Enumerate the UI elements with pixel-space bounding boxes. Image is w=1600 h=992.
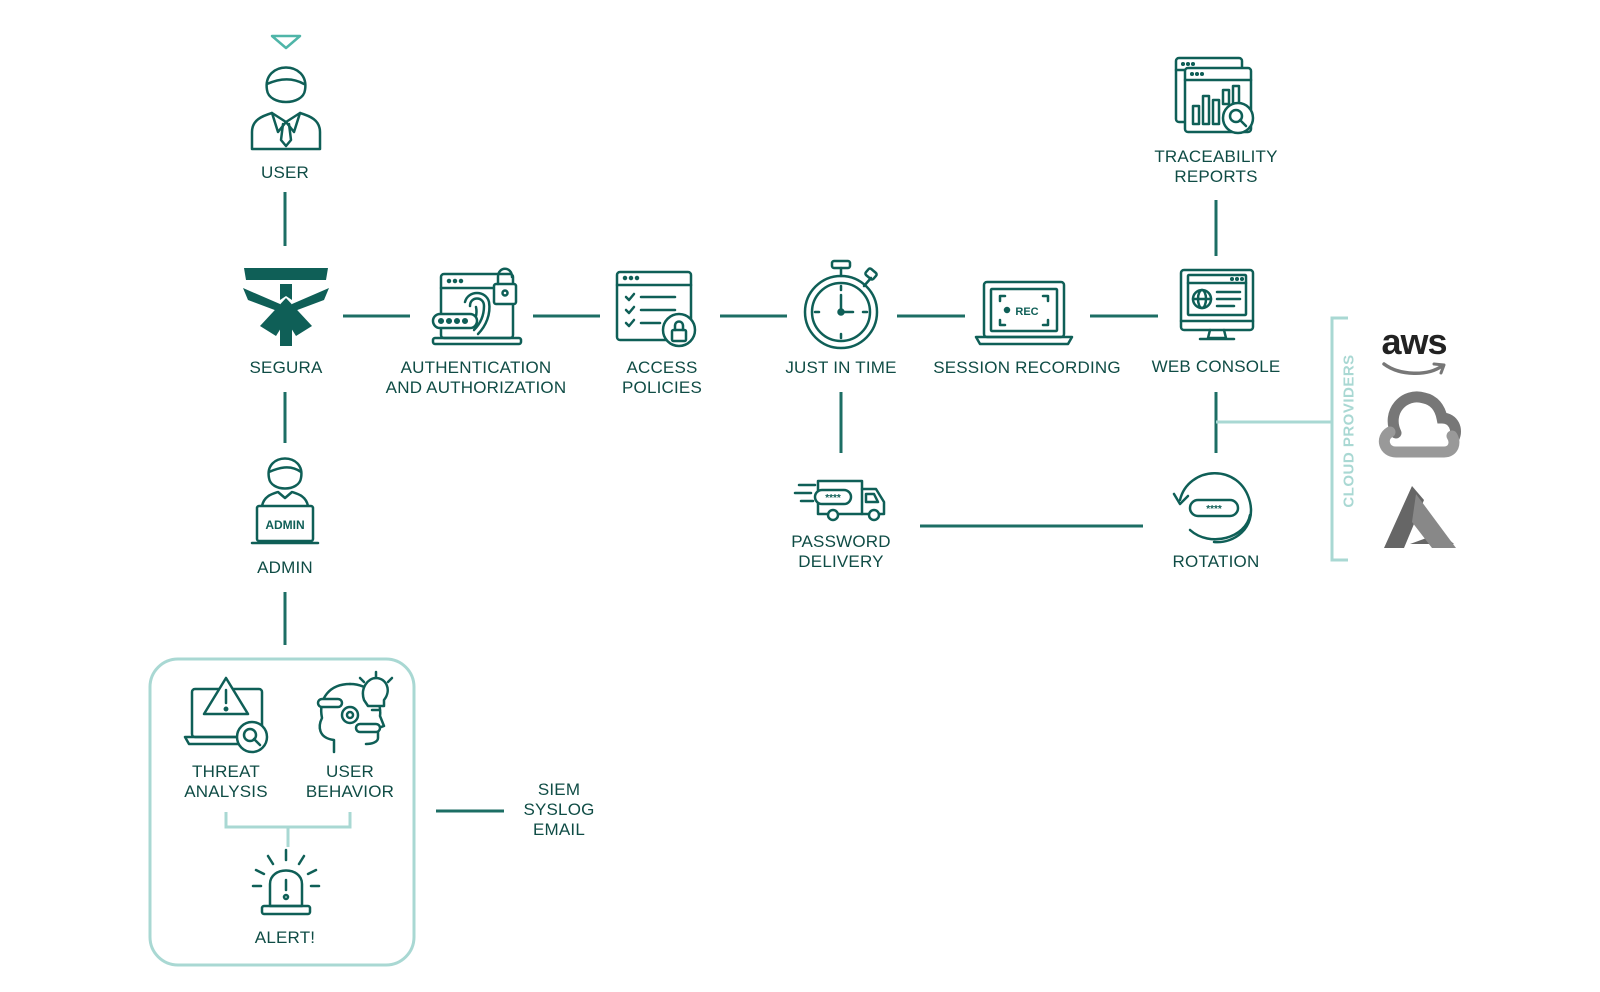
access-label-line2: POLICIES [621,378,703,397]
siem-label-line1: SIEM [537,780,581,799]
session-label: SESSION RECORDING [933,358,1121,378]
threat-label-line2: ANALYSIS [184,782,268,801]
rotation-password-mask: **** [1206,504,1222,515]
auth-label-line1: AUTHENTICATION [400,358,552,377]
traceability-label-line2: REPORTS [1174,167,1258,186]
truck-password-mask: **** [825,493,841,504]
siem-label-line3: EMAIL [532,820,586,839]
threat-label-line1: THREAT [192,762,260,781]
connector-lines [283,192,1218,813]
jit-label: JUST IN TIME [785,358,896,378]
azure-logo [1384,486,1456,548]
auth-label-line2: AND AUTHORIZATION [385,378,567,397]
segura-label-line1: SEGURA [249,358,323,377]
behavior-label-line2: BEHAVIOR [305,782,395,801]
threat-label: THREAT ANALYSIS [184,762,268,802]
password-label-line1: PASSWORD [791,532,891,551]
access-label: ACCESS POLICIES [622,358,702,398]
threat-analysis-icon [183,676,269,754]
rotation-label-line1: ROTATION [1172,552,1260,571]
siem-label: SIEM SYSLOG EMAIL [523,780,594,840]
rotation-label: ROTATION [1173,552,1260,572]
alert-siren-icon [251,848,321,916]
webconsole-label: WEB CONSOLE [1152,357,1281,377]
user-label-line1: USER [260,163,310,182]
user-behavior-icon [316,670,394,754]
webconsole-label-line1: WEB CONSOLE [1151,357,1281,376]
traceability-label: TRACEABILITY REPORTS [1154,147,1277,187]
admin-badge-text: ADMIN [265,518,304,532]
jit-label-line1: JUST IN TIME [785,358,897,377]
analytics-connector [224,812,352,847]
user-label: USER [261,163,309,183]
delivery-truck-icon [793,479,886,522]
rotation-icon [1172,472,1253,544]
password-label-line2: DELIVERY [798,552,884,571]
alert-label-line1: ALERT! [254,928,316,947]
auth-label: AUTHENTICATION AND AUTHORIZATION [386,358,567,398]
fingerprint-lock-icon [431,267,523,346]
segura-logo-icon [243,268,329,346]
rec-text: REC [1015,306,1038,318]
admin-icon [250,457,320,545]
siem-label-line2: SYSLOG [523,800,595,819]
analytics-container [148,657,416,967]
aws-logo-text: aws [1381,321,1446,362]
cloud-providers-bracket [1216,316,1348,562]
stopwatch-icon [803,259,879,350]
aws-logo: aws [1381,321,1448,375]
laptop-rec-icon [974,280,1074,346]
user-icon [250,34,322,151]
behavior-label-line1: USER [325,762,375,781]
password-label: PASSWORD DELIVERY [791,532,891,572]
admin-label-line1: ADMIN [257,558,313,577]
access-label-line1: ACCESS [626,358,698,377]
google-cloud-logo [1378,391,1461,458]
session-label-line1: SESSION RECORDING [933,358,1121,377]
checklist-lock-icon [615,270,697,348]
web-console-icon [1179,268,1255,341]
admin-label: ADMIN [257,558,313,578]
segura-label: SEGURA [250,358,323,378]
alert-label: ALERT! [255,928,315,948]
cloud-providers-label-text: CLOUD PROVIDERS [1340,354,1358,508]
traceability-label-line1: TRACEABILITY [1154,147,1278,166]
behavior-label: USER BEHAVIOR [306,762,394,802]
traceability-report-icon [1174,56,1255,135]
